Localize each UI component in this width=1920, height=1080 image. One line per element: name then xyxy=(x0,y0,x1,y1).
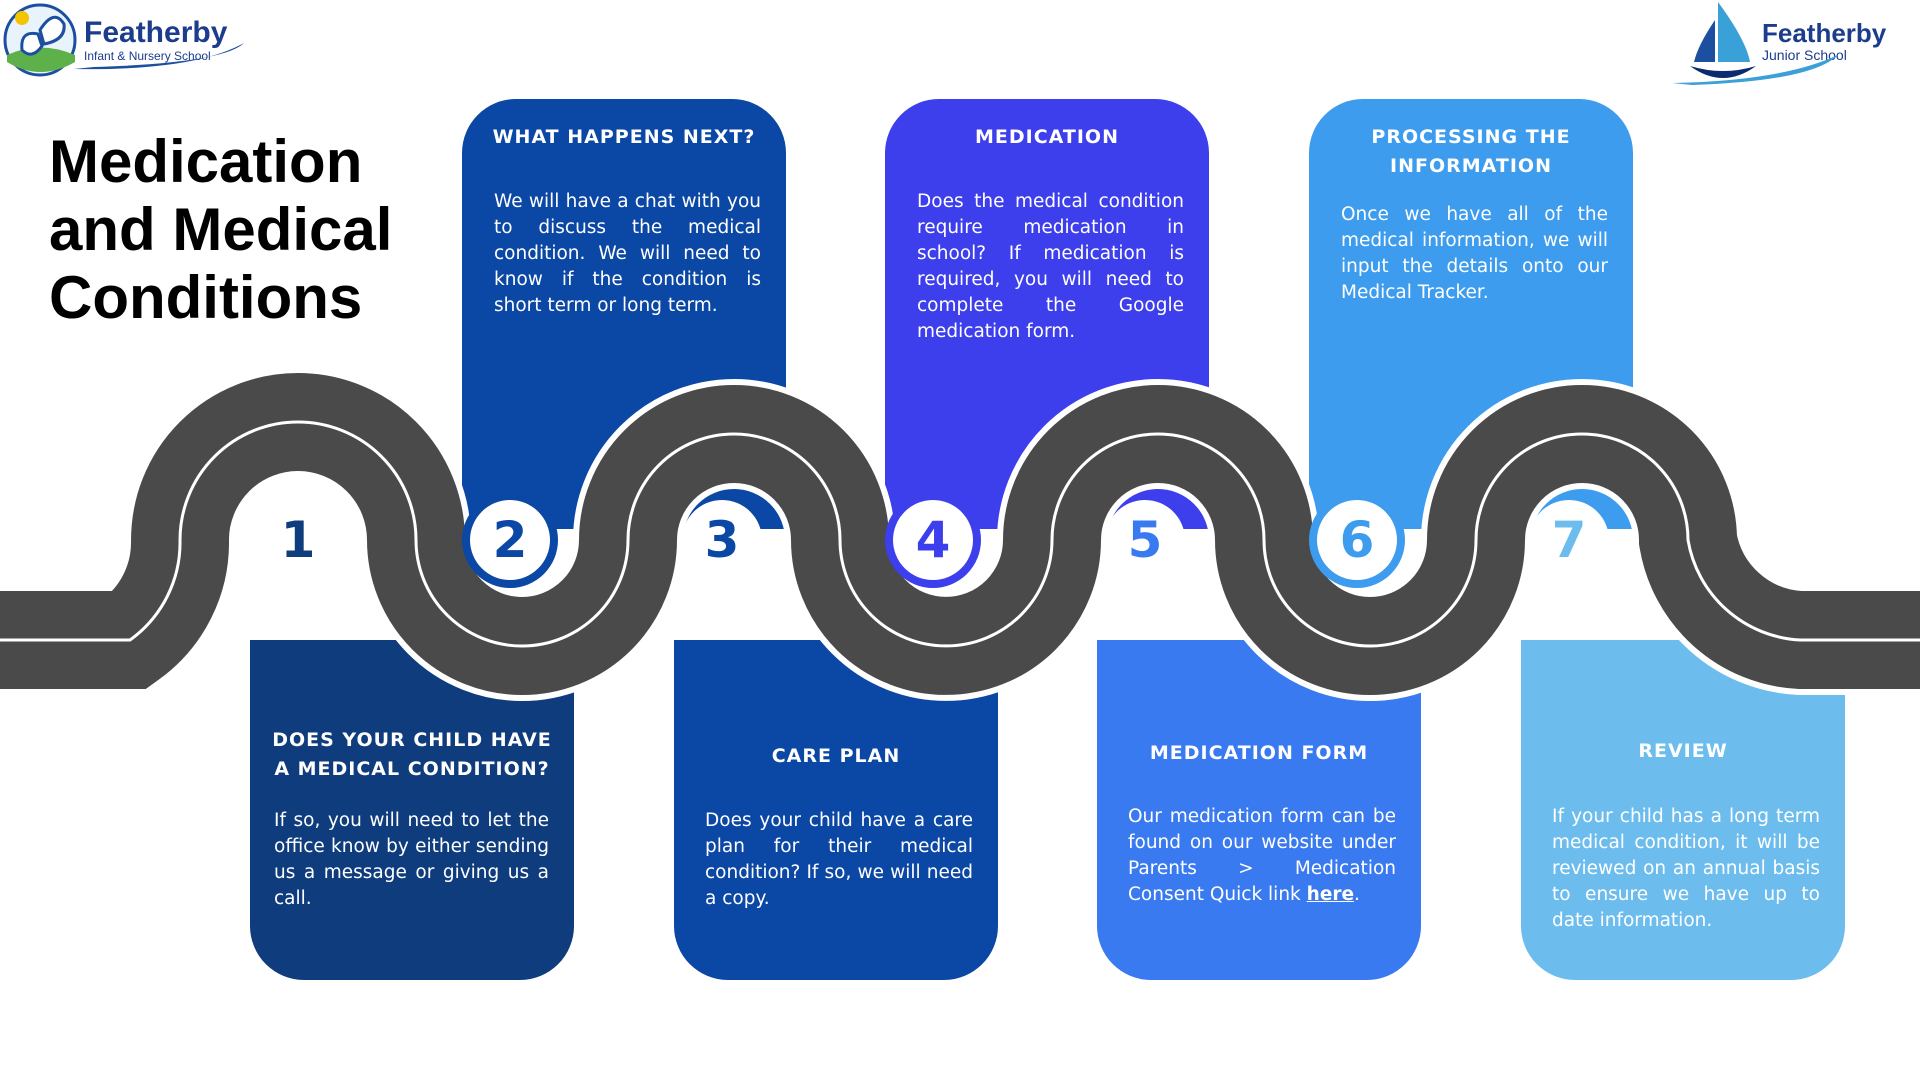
featherby-infant-logo: Featherby Infant & Nursery School xyxy=(2,0,244,80)
step-5-badge: 5 xyxy=(1105,500,1185,580)
step-6-heading: Processing the information xyxy=(1371,126,1571,177)
medication-form-link[interactable]: here xyxy=(1306,884,1355,905)
step-3-badge: 3 xyxy=(682,500,762,580)
step-1-badge: 1 xyxy=(258,500,338,580)
step-7-badge: 7 xyxy=(1529,500,1609,580)
swoosh-icon xyxy=(74,43,244,70)
page-title: Medication and Medical Conditions xyxy=(49,128,393,331)
step-5-text: Our medication form can be found on our … xyxy=(1128,804,1396,908)
step-2-heading: What happens next? xyxy=(492,126,756,148)
step-4-badge: 4 xyxy=(893,500,973,580)
butterfly-icon xyxy=(3,3,77,77)
step-7-heading: Review xyxy=(1638,740,1728,762)
left-logo-subtitle: Infant & Nursery School xyxy=(84,49,211,63)
step-1-card: Does your child have a medical condition… xyxy=(250,640,574,980)
featherby-junior-logo: Featherby Junior School xyxy=(1672,0,1887,85)
step-5-heading: Medication Form xyxy=(1149,742,1369,764)
step-3-text: Does your child have a care plan for the… xyxy=(705,810,973,909)
step-4-heading: Medication xyxy=(975,126,1119,148)
step-2-badge: 2 xyxy=(470,500,550,580)
step-7-card: Review If your child has a long term med… xyxy=(1521,640,1845,980)
step-1-heading: Does your child have a medical condition… xyxy=(272,729,552,780)
step-5-card: Medication Form Our medication form can … xyxy=(1097,640,1421,980)
step-6-text: Once we have all of the medical informat… xyxy=(1341,204,1608,303)
step-7-text: If your child has a long term medical co… xyxy=(1552,806,1820,931)
wave-icon xyxy=(1672,55,1838,85)
step-2-text: We will have a chat with you to discuss … xyxy=(494,191,761,316)
step-4-text: Does the medical condition require medic… xyxy=(917,191,1184,342)
sailboat-icon xyxy=(1690,2,1756,78)
left-logo-name: Featherby xyxy=(84,16,228,49)
road-center-line xyxy=(0,420,1920,648)
step-3-heading: Care Plan xyxy=(771,745,901,767)
step-5-text-end: . xyxy=(1354,884,1360,905)
step-6-badge: 6 xyxy=(1317,500,1397,580)
step-5-text-main: Our medication form can be found on our … xyxy=(1128,806,1396,905)
right-logo-name: Featherby xyxy=(1762,18,1887,48)
step-1-text: If so, you will need to let the office k… xyxy=(274,810,549,909)
right-logo-subtitle: Junior School xyxy=(1762,47,1847,63)
